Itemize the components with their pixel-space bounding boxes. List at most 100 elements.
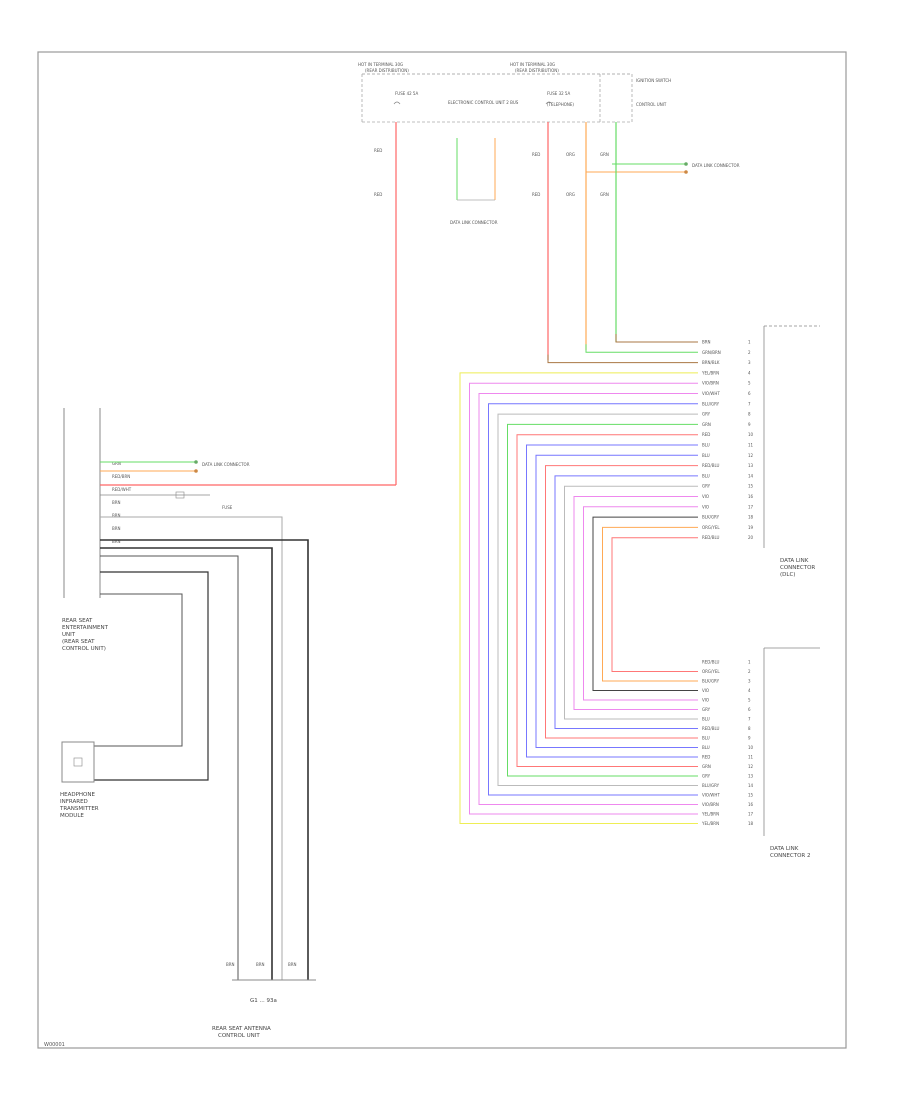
lower-pin-color-label: RED/BLU (702, 726, 720, 731)
connector-wire (573, 496, 698, 710)
upper-pin-color-label: BRN/BLK (702, 360, 720, 365)
lower-pin-color-label: YEL/BRN (701, 812, 719, 817)
connector2-label-2: CONNECTOR 2 (770, 853, 810, 859)
upper-pin-number: 4 (748, 370, 751, 375)
headphone-label-1: HEADPHONE (60, 792, 96, 798)
lower-pin-number: 12 (748, 764, 754, 769)
ground-wire-tag-2: BRN (256, 962, 265, 967)
upper-pin-number: 17 (748, 504, 754, 509)
wire-tag-grn-2: GRN (600, 192, 609, 197)
upper-pin-color-label: YEL/BRN (701, 370, 719, 375)
connector-wire (583, 506, 698, 701)
connector1-label-3: (DLC) (780, 572, 795, 578)
ground-wire-1 (100, 516, 283, 980)
upper-pin-number: 7 (748, 401, 751, 406)
upper-pin-number: 8 (748, 412, 751, 417)
dlc-terminal-2 (684, 170, 688, 174)
ground-wire-tag-3: BRN (288, 962, 297, 967)
upper-pin-number: 9 (748, 422, 751, 427)
upper-pin-color-label: GRN (702, 422, 711, 427)
feed-wire (615, 334, 698, 343)
ignition-label: IGNITION SWITCH (636, 78, 671, 83)
upper-pin-color-label: VIO/BRN (702, 381, 719, 386)
connector1-label-1: DATA LINK (780, 558, 809, 564)
dlc-terminal-1 (684, 162, 688, 166)
lower-pin-color-label: GRY (702, 774, 711, 779)
ground-symbol-label: G1 ... 93a (250, 998, 277, 1004)
lower-pin-color-label: VIO (702, 698, 709, 703)
lower-pin-number: 2 (748, 669, 751, 674)
headphone-label-3: TRANSMITTER (59, 806, 99, 812)
lower-pin-color-label: VIO (702, 688, 709, 693)
fuse-a-icon (393, 101, 401, 105)
upper-pin-number: 13 (748, 463, 754, 468)
lower-pin-number: 9 (748, 736, 751, 741)
ground-wire-4 (100, 555, 239, 980)
upper-pin-color-label: BLU/GRY (702, 401, 720, 406)
upper-connector: DATA LINK CONNECTOR (DLC) (763, 325, 820, 578)
left-pin-color-label: RED/WHT (112, 487, 132, 492)
upper-pin-color-label: ORG/YEL (702, 525, 720, 530)
upper-pin-color-label: RED/BLU (702, 463, 720, 468)
connector-wire (611, 537, 698, 672)
left-terminal-1 (194, 460, 198, 464)
diagram-code: W00001 (44, 1042, 65, 1048)
left-fuse-icon (175, 491, 185, 499)
left-fuse-label: FUSE (222, 505, 233, 510)
headphone-icon (73, 757, 83, 767)
lower-pin-number: 7 (748, 717, 751, 722)
lower-pin-number: 3 (748, 679, 751, 684)
lower-pin-number: 11 (748, 755, 754, 760)
lower-pin-color-label: GRN (702, 764, 711, 769)
upper-pin-color-label: RED (702, 432, 710, 437)
upper-pin-color-label: RED/BLU (702, 535, 720, 540)
upper-pin-number: 11 (748, 443, 754, 448)
upper-pin-number: 2 (748, 350, 751, 355)
connector-wire (469, 382, 698, 815)
upper-pin-color-label: BRN (702, 340, 711, 345)
feed-wire (585, 344, 698, 353)
left-pin-color-label: BRN (112, 500, 121, 505)
wire-tag-grn-1: GRN (600, 152, 609, 157)
rear-seat-label-1: REAR SEAT (62, 618, 93, 624)
headphone-label-4: MODULE (60, 813, 84, 819)
lower-pin-color-label: BLK/GRY (702, 679, 720, 684)
left-pin-color-label: BRN (112, 526, 121, 531)
left-terminal-2 (194, 469, 198, 473)
hot-right-label: HOT IN TERMINAL 30G (510, 62, 555, 67)
upper-pin-number: 10 (748, 432, 754, 437)
lower-pin-number: 15 (748, 793, 754, 798)
left-pin-color-label: GRN (112, 461, 121, 466)
lower-pin-color-label: VIO/BRN (702, 802, 719, 807)
headphone-module-box (61, 741, 95, 783)
lower-connector: DATA LINK CONNECTOR 2 (763, 647, 820, 859)
lower-pin-color-label: ORG/YEL (702, 669, 720, 674)
lower-pin-color-label: RED/BLU (702, 660, 720, 665)
lower-pin-number: 13 (748, 774, 754, 779)
lower-pin-color-label: BLU (702, 717, 710, 722)
connector-wire (526, 444, 698, 758)
connector1-label-2: CONNECTOR (780, 565, 815, 571)
lower-pin-number: 18 (748, 821, 754, 826)
connector-wire (516, 434, 698, 767)
hot-left-label: HOT IN TERMINAL 30G (358, 62, 403, 67)
left-pin-color-label: RED/BRN (112, 474, 130, 479)
upper-pin-color-label: GRY (702, 412, 711, 417)
hot-right-sub-label: (REAR DISTRIBUTION) (515, 68, 559, 73)
upper-pin-number: 16 (748, 494, 754, 499)
headphone-module: HEADPHONE INFRARED TRANSMITTER MODULE (59, 741, 99, 819)
upper-pin-color-label: VIO (702, 494, 709, 499)
connector-wire (592, 516, 698, 691)
headphone-wire-1 (94, 571, 209, 781)
upper-pin-number: 19 (748, 525, 754, 530)
rear-seat-label-3: UNIT (62, 632, 76, 638)
diagram-border (37, 51, 847, 1049)
lower-pin-number: 6 (748, 707, 751, 712)
lower-pin-color-label: RED (702, 755, 710, 760)
left-data-link-label: DATA LINK CONNECTOR (202, 462, 250, 467)
lower-pin-number: 8 (748, 726, 751, 731)
wire-tag-red-4: RED (532, 192, 540, 197)
feed-wire (547, 354, 698, 364)
